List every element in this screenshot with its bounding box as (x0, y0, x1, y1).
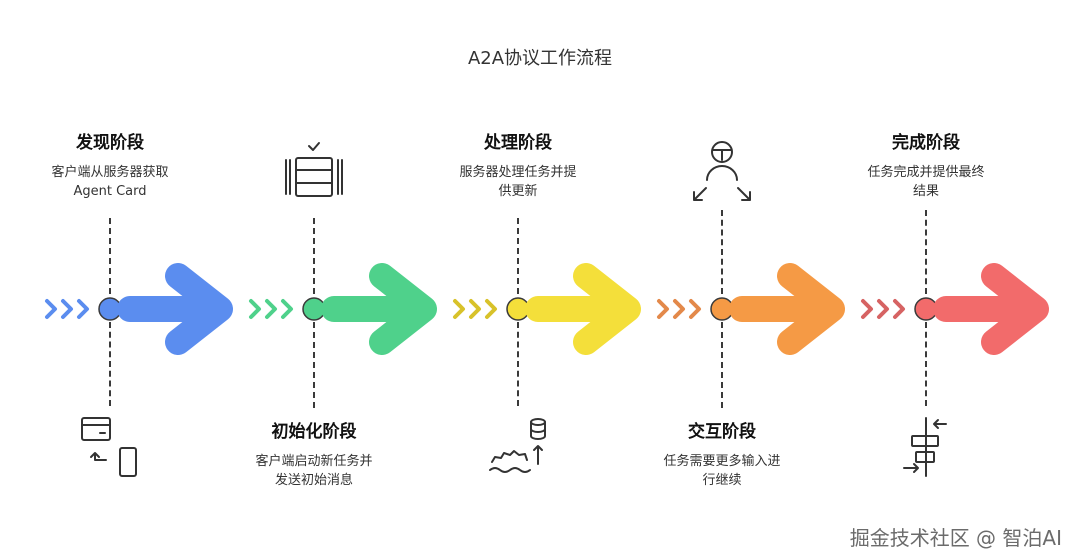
checked-table-icon (285, 142, 343, 197)
connector-line (109, 322, 111, 406)
stage-arrow-discovery (45, 263, 233, 355)
stage-processing: 处理阶段 服务器处理任务并提 供更新 (418, 128, 618, 201)
stage-heading: 初始化阶段 (271, 422, 357, 442)
stage-heading: 完成阶段 (892, 133, 960, 153)
stage-arrow-initialization (249, 263, 437, 355)
stage-arrow-interaction (657, 263, 845, 355)
stage-initialization: 初始化阶段 客户端启动新任务并 发送初始消息 (214, 417, 414, 490)
stage-description: 客户端启动新任务并 发送初始消息 (255, 454, 373, 488)
connector-line (109, 218, 111, 294)
stage-discovery: 发现阶段 客户端从服务器获取 Agent Card (10, 128, 210, 201)
connector-line (925, 210, 927, 294)
connector-line (925, 322, 927, 406)
connector-line (721, 210, 723, 294)
stage-description: 服务器处理任务并提 供更新 (459, 165, 577, 199)
database-process-icon (489, 418, 546, 473)
stage-heading: 处理阶段 (484, 133, 552, 153)
stage-description: 任务需要更多输入进 行继续 (663, 454, 781, 488)
connector-line (517, 218, 519, 294)
connector-line (517, 322, 519, 406)
stage-description: 任务完成并提供最终 结果 (867, 165, 985, 199)
diagram-title: A2A协议工作流程 (467, 48, 613, 69)
user-interaction-icon (693, 141, 751, 201)
stage-heading: 发现阶段 (76, 133, 144, 153)
stage-interaction: 交互阶段 任务需要更多输入进 行继续 (622, 417, 822, 490)
stage-arrow-completion (861, 263, 1049, 355)
align-transfer-icon (903, 417, 947, 477)
watermark: 掘金技术社区 @ 智泊AI (849, 526, 1062, 550)
stage-completion: 完成阶段 任务完成并提供最终 结果 (826, 128, 1026, 201)
stage-heading: 交互阶段 (688, 422, 756, 442)
stage-description: 客户端从服务器获取 Agent Card (51, 165, 169, 199)
connector-line (721, 322, 723, 408)
connector-line (313, 218, 315, 294)
stage-arrow-processing (453, 263, 641, 355)
connector-line (313, 322, 315, 408)
payment-card-phone-icon (81, 417, 137, 477)
